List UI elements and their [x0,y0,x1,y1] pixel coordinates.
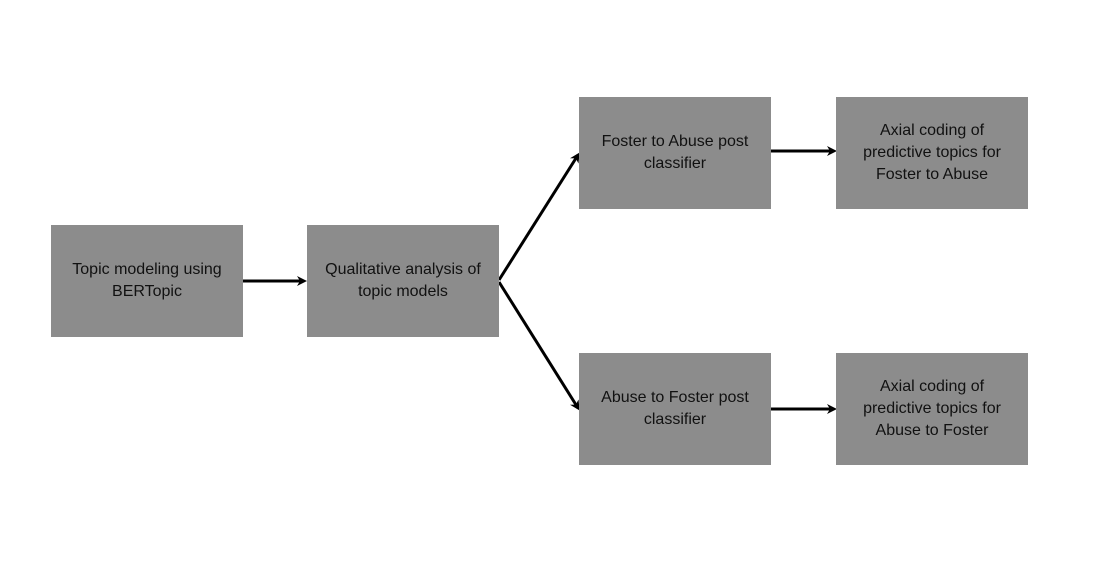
node-axial-coding-abuse-to-foster-label: Axial coding of predictive topics for Ab… [863,378,1001,439]
node-foster-to-abuse-classifier-label: Foster to Abuse post classifier [601,133,749,172]
node-topic-modeling: Topic modeling using BERTopic [51,225,243,337]
node-qualitative-analysis-label: Qualitative analysis of topic models [325,261,481,300]
node-axial-coding-foster-to-abuse: Axial coding of predictive topics for Fo… [836,97,1028,209]
node-axial-coding-abuse-to-foster: Axial coding of predictive topics for Ab… [836,353,1028,465]
node-abuse-to-foster-classifier: Abuse to Foster post classifier [579,353,771,465]
node-qualitative-analysis: Qualitative analysis of topic models [307,225,499,337]
arrow-qualitative-to-abuse-foster [497,281,580,411]
node-abuse-to-foster-classifier-label: Abuse to Foster post classifier [601,389,749,428]
node-axial-coding-foster-to-abuse-label: Axial coding of predictive topics for Fo… [863,122,1001,183]
node-topic-modeling-label: Topic modeling using BERTopic [72,261,222,300]
node-foster-to-abuse-classifier: Foster to Abuse post classifier [579,97,771,209]
arrow-qualitative-to-foster-abuse [497,152,580,281]
